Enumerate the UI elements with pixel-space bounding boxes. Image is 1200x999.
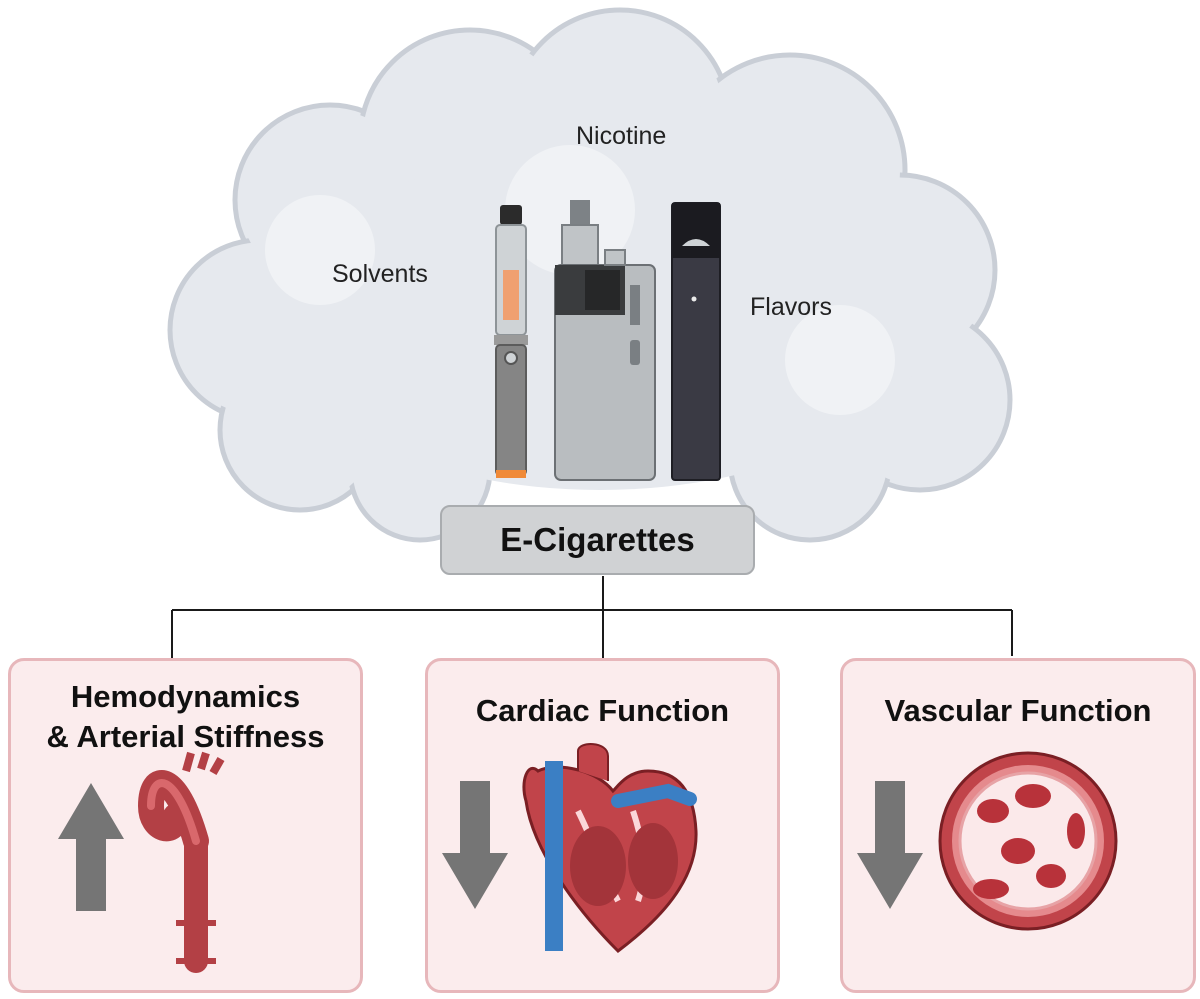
panel-hemodynamics: Hemodynamics & Arterial Stiffness xyxy=(8,658,363,993)
blood-vessel-cross-section-icon xyxy=(938,751,1118,931)
panel-title: Cardiac Function xyxy=(475,693,730,728)
heart-icon xyxy=(522,743,698,953)
panel-title-line2: & Arterial Stiffness xyxy=(46,719,325,754)
panel-vascular-function: Vascular Function xyxy=(840,658,1196,993)
e-cigarettes-label: E-Cigarettes xyxy=(440,505,755,575)
decrease-arrow-icon xyxy=(857,781,923,909)
cloud-label-nicotine: Nicotine xyxy=(576,122,667,150)
panel-title: Vascular Function xyxy=(884,693,1152,728)
increase-arrow-icon xyxy=(58,783,124,911)
pod-device-icon xyxy=(671,202,721,481)
box-mod-icon xyxy=(554,200,656,481)
cloud-label-flavors: Flavors xyxy=(750,293,832,321)
panel-title-line1: Hemodynamics xyxy=(70,679,301,714)
aorta-icon xyxy=(137,751,225,973)
decrease-arrow-icon xyxy=(442,781,508,909)
panel-cardiac-function: Cardiac Function xyxy=(425,658,780,993)
cloud-label-solvents: Solvents xyxy=(332,260,428,288)
vape-pen-icon xyxy=(494,205,528,478)
